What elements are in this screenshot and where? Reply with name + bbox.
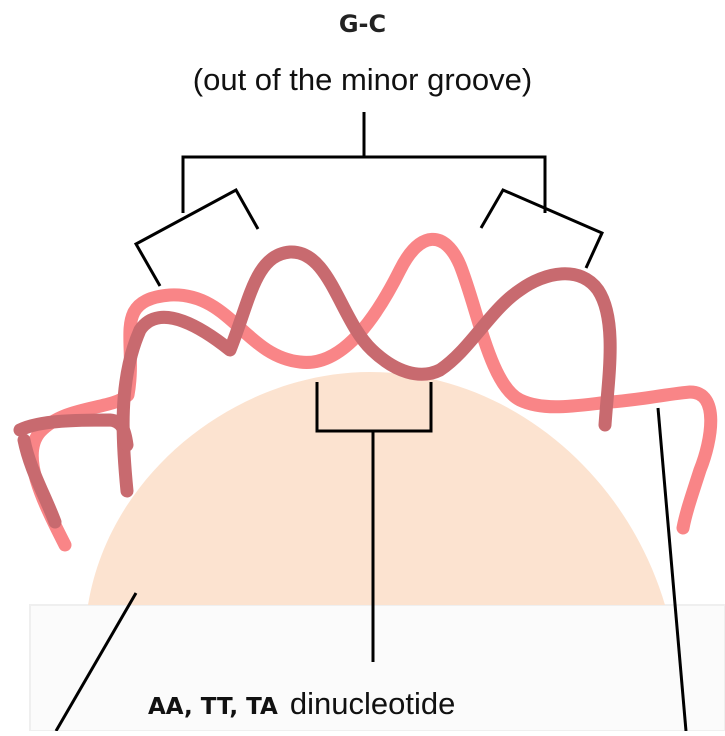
gc-subtitle: (out of the minor groove) [0, 62, 725, 98]
dna-strand-dark-left-tail [24, 440, 55, 522]
gc-bracket [136, 112, 602, 286]
dinucleotide-bases: AA, TT, TA [148, 694, 278, 720]
dinucleotide-label: AA, TT, TA dinucleotide [148, 686, 455, 722]
gc-title: G-C [0, 10, 725, 38]
dinucleotide-word: dinucleotide [290, 686, 455, 721]
